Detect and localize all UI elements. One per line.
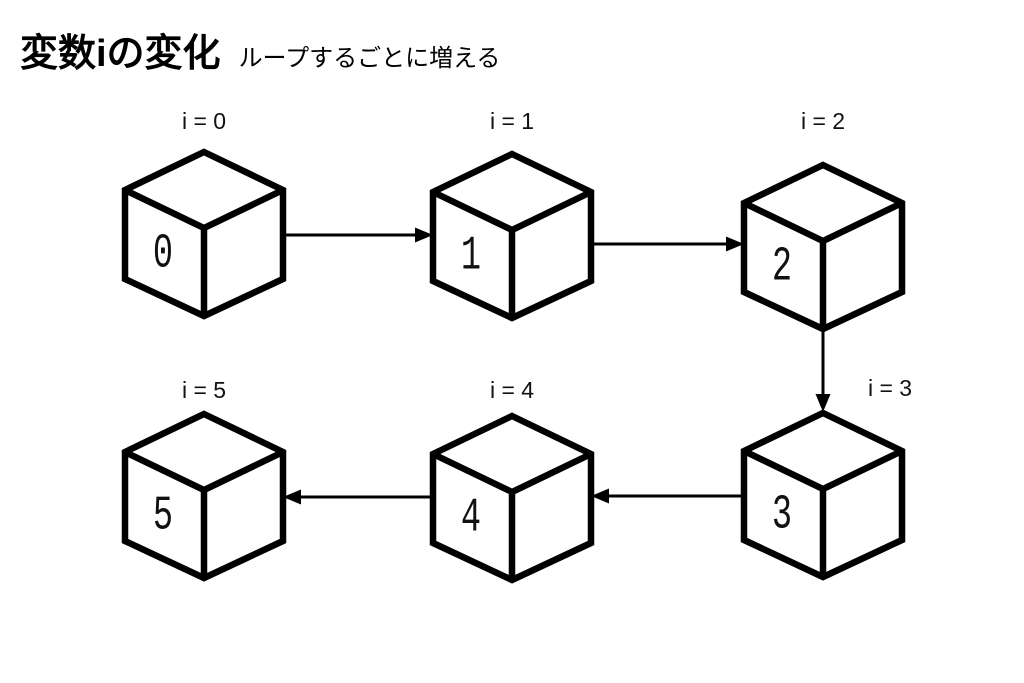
- node-label-state-4: i = 4: [490, 377, 534, 403]
- cube-state-4: 4: [429, 412, 595, 584]
- node-label-state-1: i = 1: [490, 108, 534, 134]
- page-subtitle: ループするごとに増える: [238, 45, 501, 72]
- node-label-state-2: i = 2: [801, 108, 845, 134]
- arrowhead-icon: [815, 394, 831, 412]
- node-label-state-3: i = 3: [868, 375, 912, 401]
- arrow-state-4-to-state-5: [283, 489, 433, 505]
- arrow-state-3-to-state-4: [591, 488, 744, 504]
- node-label-state-5: i = 5: [182, 377, 226, 403]
- page-title: 変数iの変化: [20, 33, 221, 75]
- cube-inner-edges: [431, 451, 593, 580]
- cube-state-1: 1: [429, 150, 595, 322]
- cube-state-2: 2: [740, 161, 906, 333]
- cube-inner-edges: [431, 189, 593, 318]
- arrowhead-icon: [726, 236, 744, 252]
- cube-state-3: 3: [740, 409, 906, 581]
- cube-state-5: 5: [121, 410, 287, 582]
- cube-inner-edges: [742, 448, 904, 577]
- node-value: 3: [772, 489, 792, 542]
- arrow-state-0-to-state-1: [284, 227, 433, 243]
- node-value: 0: [153, 228, 173, 281]
- node-value: 1: [461, 230, 481, 283]
- cube-state-0: 0: [121, 148, 287, 320]
- node-value: 4: [461, 492, 481, 545]
- header: 変数iの変化 ループするごとに増える: [20, 22, 500, 77]
- arrowhead-icon: [415, 227, 433, 243]
- node-value: 5: [153, 490, 173, 543]
- arrow-state-1-to-state-2: [591, 236, 744, 252]
- arrowhead-icon: [591, 488, 609, 504]
- arrow-state-2-to-state-3: [815, 327, 831, 412]
- node-label-state-0: i = 0: [182, 108, 226, 134]
- cube-inner-edges: [123, 449, 285, 578]
- cube-inner-edges: [123, 187, 285, 316]
- node-value: 2: [772, 241, 792, 294]
- cube-inner-edges: [742, 200, 904, 329]
- arrowhead-icon: [283, 489, 301, 505]
